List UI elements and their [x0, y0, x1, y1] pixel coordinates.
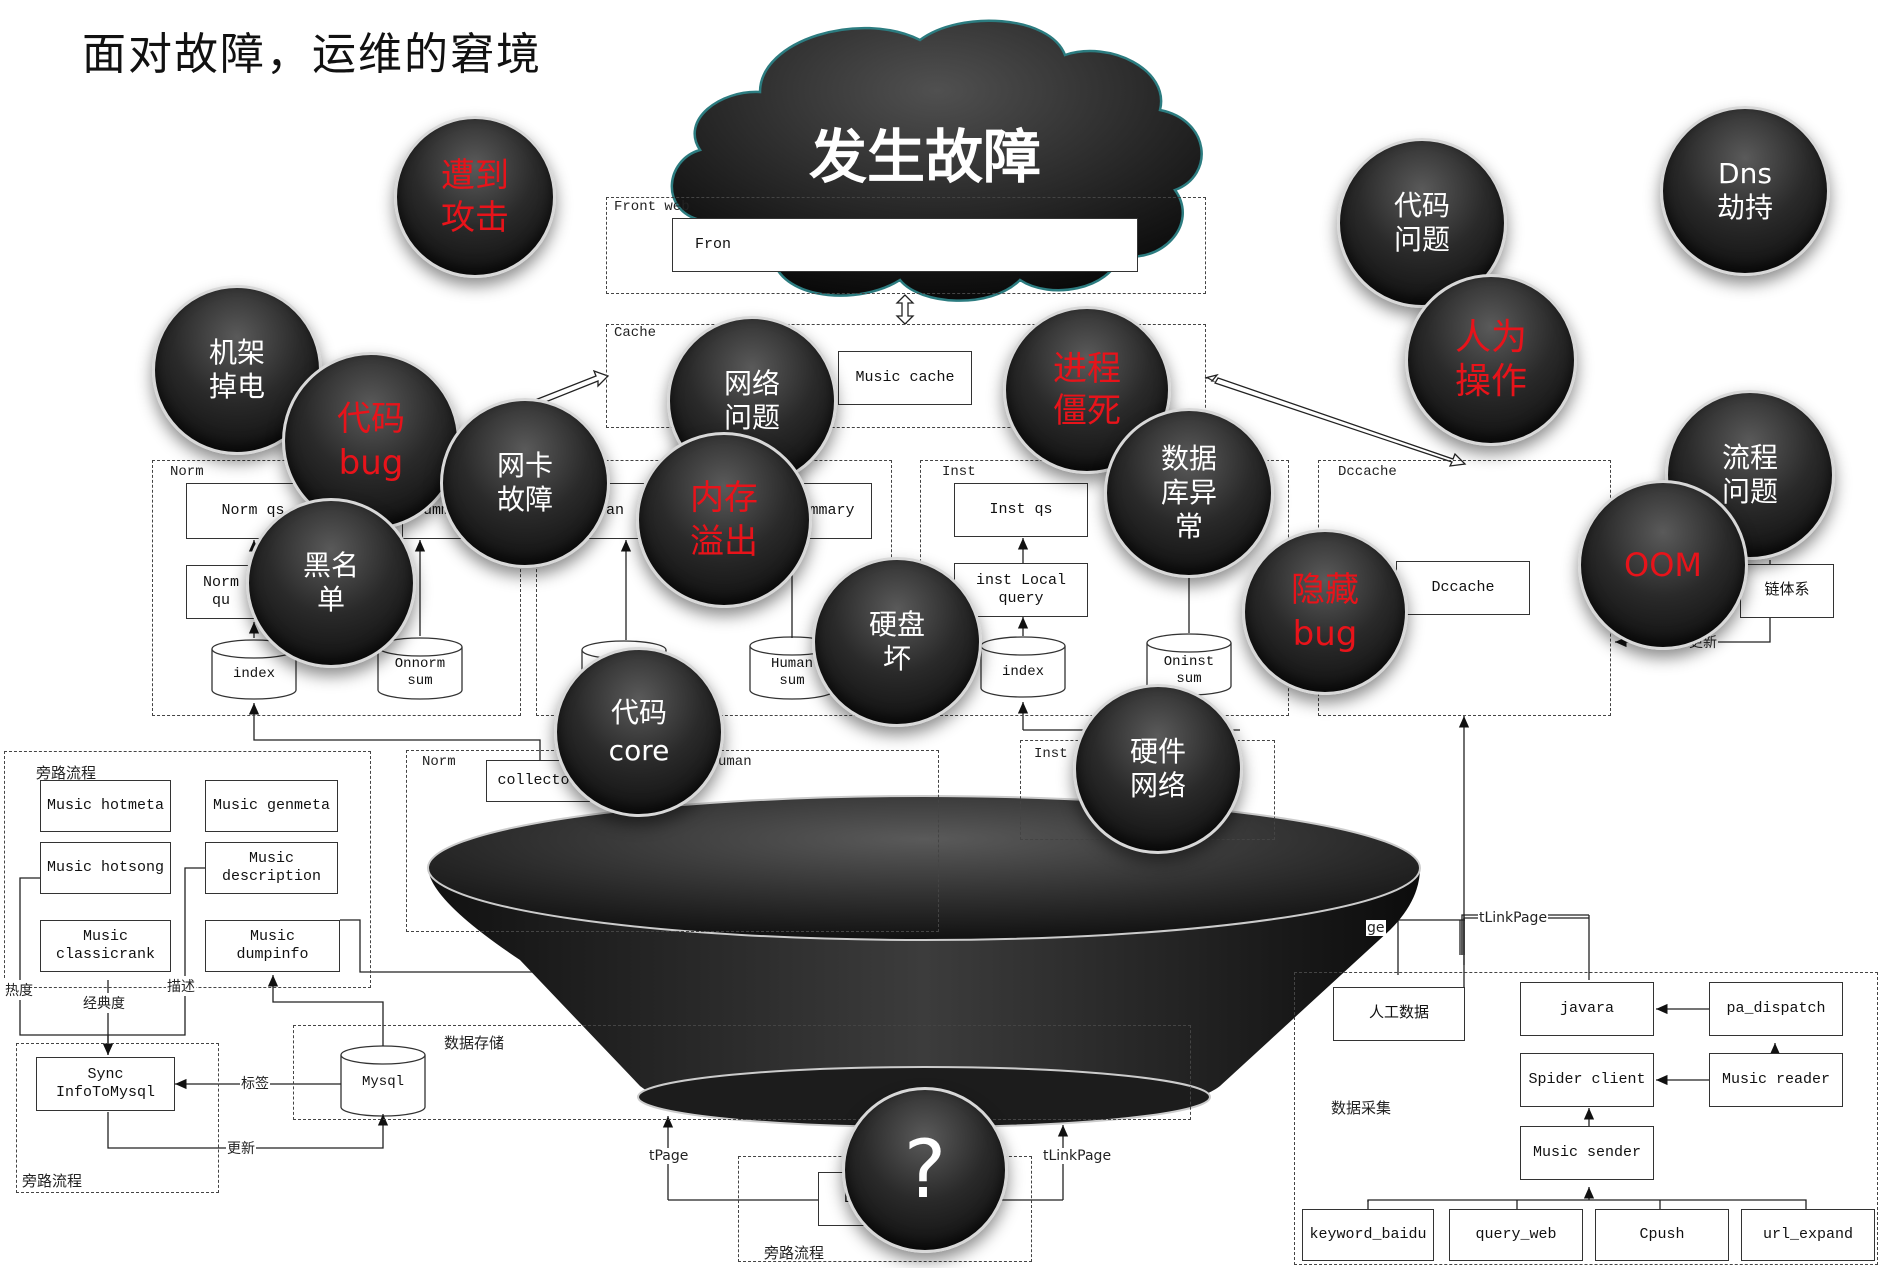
group-front-web: [606, 197, 1206, 294]
edge-label-tlinkpage-bottom: tLinkPage: [1042, 1148, 1113, 1164]
manual-data-box: 人工数据: [1333, 987, 1465, 1041]
inst-qs-box: Inst qs: [954, 483, 1088, 537]
group-data-collect-label: 数据采集: [1331, 1099, 1392, 1117]
sync-infotomysql-box: Sync InfoToMysql: [36, 1057, 175, 1111]
front-box: Fron: [672, 218, 1138, 272]
norm-q-box: Norm qu: [186, 565, 256, 619]
bubble-hw-network: 硬件 网络: [1073, 684, 1243, 854]
spider-client-box: Spider client: [1520, 1053, 1654, 1107]
group-data-storage: [293, 1025, 1191, 1120]
bubble-hidden-bug: 隐藏 bug: [1242, 529, 1408, 695]
music-cache-box: Music cache: [838, 351, 972, 405]
index-norm-cylinder: index: [232, 666, 275, 682]
music-sender-box: Music sender: [1520, 1126, 1654, 1180]
group-front-web-label: Front web: [614, 199, 690, 215]
group-cache: [606, 324, 1206, 428]
group-data-storage-label: 数据存储: [444, 1034, 505, 1052]
group-inst-sub-label: Inst: [1034, 746, 1068, 762]
group-dccache-label: Dccache: [1338, 464, 1397, 480]
url-expand-box: url_expand: [1741, 1209, 1875, 1261]
group-norm-sub-label: Norm: [422, 754, 456, 770]
question-bubble: ?: [842, 1087, 1008, 1253]
chain-system-box: 链体系: [1740, 564, 1834, 618]
keyword-baidu-box: keyword_baidu: [1302, 1209, 1434, 1261]
query-web-box: query_web: [1449, 1209, 1583, 1261]
dccache-box: Dccache: [1396, 561, 1530, 615]
human-sum-cylinder: Human sum: [770, 656, 813, 689]
music-genmeta-box: Music genmeta: [205, 780, 338, 832]
bubble-blacklist: 黑名 单: [246, 498, 416, 668]
group-side-flow-top-label: 旁路流程: [36, 764, 97, 782]
edge-label-tlinkpage-right: tLinkPage: [1478, 910, 1549, 926]
music-dumpinfo-box: Music dumpinfo: [205, 920, 340, 972]
group-data-collect: [1294, 972, 1878, 1265]
edge-label-describe: 描述: [166, 976, 196, 996]
group-human-sub-label: uman: [718, 754, 752, 770]
group-norm-label: Norm: [170, 464, 204, 480]
index-inst-cylinder: index: [1001, 664, 1044, 680]
bubble-nic-fault: 网卡 故障: [440, 398, 610, 568]
cloud-title: 发生故障: [808, 123, 1041, 191]
edge-label-classic: 经典度: [82, 993, 126, 1013]
onnorm-sum-cylinder: Onnorm sum: [394, 656, 446, 689]
music-reader-box: Music reader: [1709, 1053, 1843, 1107]
bubble-code-core: 代码 core: [554, 647, 724, 817]
group-inst-label: Inst: [942, 464, 976, 480]
group-side-flow-center-label: 旁路流程: [764, 1244, 825, 1262]
music-description-box: Music description: [205, 842, 338, 894]
bubble-oom-overflow: 内存 溢出: [636, 432, 812, 608]
bubble-attack: 遭到 攻击: [394, 116, 556, 278]
bubble-db-error: 数据 库异 常: [1104, 408, 1274, 578]
page-title: 面对故障，运维的窘境: [82, 29, 542, 80]
edge-label-ge: ge: [1366, 920, 1386, 936]
edge-label-hot: 热度: [4, 980, 34, 1000]
cpush-box: Cpush: [1595, 1209, 1729, 1261]
group-side-flow-bottom-label: 旁路流程: [22, 1172, 83, 1190]
group-cache-label: Cache: [614, 325, 657, 341]
edge-label-tpage: tPage: [648, 1148, 690, 1164]
pa-dispatch-box: pa_dispatch: [1709, 982, 1843, 1036]
group-side-flow-bottom: [16, 1043, 219, 1193]
music-classicrank-box: Music classicrank: [40, 920, 171, 972]
inst-local-query-box: inst Local query: [954, 563, 1088, 617]
funnel-shape: [427, 795, 1421, 1128]
bubble-human-op: 人为 操作: [1405, 274, 1577, 446]
edge-label-tag: 标签: [240, 1073, 270, 1093]
bubble-disk-broken: 硬盘 坏: [812, 557, 982, 727]
music-hotsong-box: Music hotsong: [40, 842, 171, 894]
bubble-oom: OOM: [1578, 480, 1748, 650]
mysql-cylinder: Mysql: [361, 1074, 404, 1090]
bubble-dns-hijack: Dns 劫持: [1660, 106, 1830, 276]
oninst-sum-cylinder: Oninst sum: [1163, 654, 1215, 687]
music-hotmeta-box: Music hotmeta: [40, 780, 171, 832]
edge-label-update-left: 更新: [226, 1138, 256, 1158]
javara-box: javara: [1520, 982, 1654, 1036]
